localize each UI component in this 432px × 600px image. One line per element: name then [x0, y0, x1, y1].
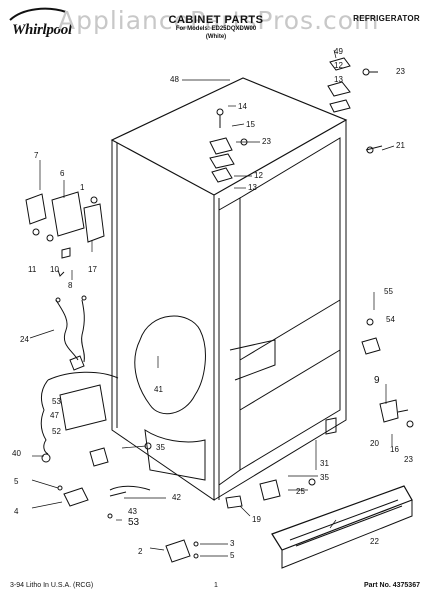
callout-53: 53	[128, 517, 140, 528]
right-side-parts	[225, 318, 414, 509]
page-title: CABINET PARTS	[168, 14, 264, 26]
callout-55: 55	[384, 287, 393, 296]
callout-4: 4	[14, 507, 19, 516]
brand-logo: Whirlpool	[12, 22, 72, 38]
lower-left-hardware	[57, 442, 316, 563]
callout-5: 5	[230, 551, 235, 560]
footer-print-info: 3-94 Litho In U.S.A. (RCG)	[10, 582, 94, 589]
callout-3: 3	[230, 539, 235, 548]
callout-41: 41	[154, 385, 163, 394]
callout-53: 53	[52, 397, 61, 406]
top-hinge-parts	[209, 57, 383, 183]
defrost-drain-hose	[40, 371, 119, 463]
base-grille	[271, 485, 413, 569]
callout-11: 11	[28, 265, 37, 274]
callout-21: 21	[396, 141, 405, 150]
callout-52: 52	[52, 427, 61, 436]
callout-5: 5	[14, 477, 19, 486]
callout-20: 20	[370, 439, 379, 448]
footer-page-number: 1	[214, 582, 218, 589]
callout-22: 22	[370, 537, 379, 546]
callout-31: 31	[320, 459, 329, 468]
callout-42: 42	[172, 493, 181, 502]
category-label: REFRIGERATOR	[353, 14, 420, 23]
callout-1: 1	[80, 183, 85, 192]
leader-lines	[29, 49, 395, 557]
callout-17: 17	[88, 265, 97, 274]
footer-part-number: Part No. 4375367	[363, 582, 420, 589]
callout-23: 23	[396, 67, 405, 76]
callout-24: 24	[20, 335, 29, 344]
callout-35: 35	[320, 473, 329, 482]
callout-23: 23	[404, 455, 413, 464]
callout-54: 54	[386, 315, 395, 324]
callout-7: 7	[34, 151, 39, 160]
whirlpool-swoosh-icon	[9, 7, 67, 21]
callout-43: 43	[128, 507, 137, 516]
callout-2: 2	[138, 547, 143, 556]
callout-49: 49	[334, 47, 343, 56]
callout-47: 47	[50, 411, 59, 420]
cabinet-shell	[110, 77, 348, 501]
callout-16: 16	[390, 445, 399, 454]
callout-6: 6	[60, 169, 65, 178]
callout-35: 35	[156, 443, 165, 452]
callout-48: 48	[170, 75, 179, 84]
callout-12: 12	[334, 61, 343, 70]
callout-15: 15	[246, 120, 255, 129]
wire-harness	[55, 295, 87, 371]
callout-14: 14	[238, 102, 247, 111]
callout-13: 13	[248, 183, 257, 192]
watermark: AppliancePartsPros.com	[58, 6, 380, 35]
callout-8: 8	[68, 281, 73, 290]
callout-13: 13	[334, 75, 343, 84]
model-line: For Models: ED25DQXDW00	[175, 26, 257, 32]
callout-10: 10	[50, 265, 59, 274]
callout-19: 19	[252, 515, 261, 524]
color-line: (White)	[205, 34, 227, 40]
callout-23: 23	[262, 137, 271, 146]
callout-9: 9	[374, 375, 380, 386]
control-box-parts	[25, 191, 105, 277]
callout-12: 12	[254, 171, 263, 180]
callout-25: 25	[296, 487, 305, 496]
callout-40: 40	[12, 449, 21, 458]
